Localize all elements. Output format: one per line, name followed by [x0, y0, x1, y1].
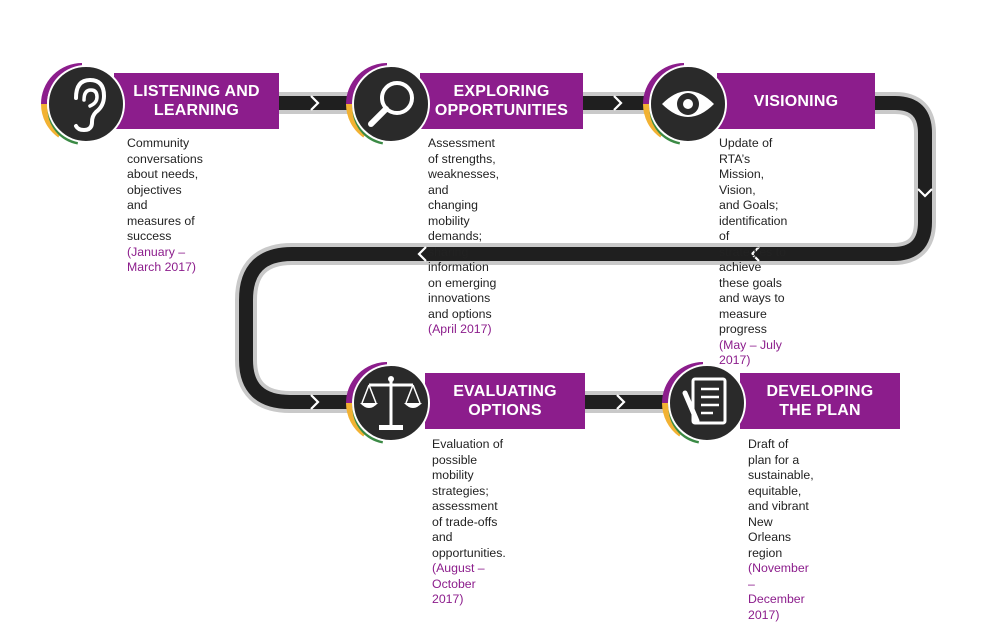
desc-line: and Goals; identification of	[719, 198, 788, 243]
arrow-chevron	[917, 188, 933, 198]
magnifier-icon	[346, 63, 430, 145]
desc-line: and ways to measure progress	[719, 291, 785, 336]
desc-line: weaknesses, and changing	[428, 167, 500, 212]
desc-line: and measures of success	[127, 198, 195, 243]
desc-line: assessment of trade-offs	[432, 499, 498, 529]
stage-description: Update of RTA’s Mission, Vision, and Goa…	[719, 136, 787, 369]
arrow-chevron	[613, 95, 623, 111]
stage-description: Evaluation of possible mobility strategi…	[432, 437, 506, 608]
stage-date: (May – July 2017)	[719, 337, 782, 368]
arrow-chevron	[310, 394, 320, 410]
stage-title: EXPLORING OPPORTUNITIES	[420, 73, 583, 129]
stage-description: Community conversations about needs, obj…	[127, 136, 203, 276]
desc-line: and opportunities.	[432, 530, 506, 560]
title-line: LEARNING	[153, 102, 240, 119]
desc-line: Orleans region	[748, 530, 792, 560]
desc-line: Update of RTA’s Mission, Vision,	[719, 136, 773, 197]
title-line: VISIONING	[753, 92, 839, 110]
desc-line: mobility strategies;	[432, 468, 489, 498]
scales-icon	[346, 362, 430, 444]
ear-icon	[41, 63, 125, 145]
stage-date: (November – December 2017)	[748, 561, 809, 622]
stage-title: LISTENING AND LEARNING	[114, 73, 279, 129]
desc-line: Evaluation of possible	[432, 437, 504, 467]
title-line: EXPLORING	[453, 83, 550, 100]
arrow-chevron	[750, 246, 760, 262]
desc-line: equitable, and vibrant New	[748, 483, 809, 529]
desc-line: Community conversations	[127, 136, 203, 166]
title-line: DEVELOPING	[766, 383, 874, 400]
stage-description: Assessment of strengths, weaknesses, and…	[428, 136, 499, 338]
stage-date: (January – March 2017)	[127, 244, 197, 275]
arrow-chevron	[417, 246, 427, 262]
stage-title: DEVELOPING THE PLAN	[740, 373, 900, 429]
desc-line: Assessment of strengths,	[428, 136, 496, 166]
stage-date: (April 2017)	[428, 322, 492, 336]
stage-title: VISIONING	[717, 73, 875, 129]
title-line: LISTENING AND	[133, 83, 260, 100]
desc-line: Draft of plan for a sustainable,	[748, 437, 814, 482]
title-line: EVALUATING	[453, 383, 557, 400]
desc-line: mobility demands; sharing	[428, 213, 483, 259]
arrow-chevron	[310, 95, 320, 111]
eye-icon	[643, 63, 727, 145]
desc-line: innovations and options	[428, 291, 492, 321]
title-line: OPPORTUNITIES	[434, 102, 569, 119]
title-line: OPTIONS	[468, 402, 542, 419]
title-line: THE PLAN	[779, 402, 861, 419]
desc-line: strategies to achieve these goals	[719, 244, 786, 290]
roadmap-path	[225, 92, 936, 413]
stage-date: (August – October 2017)	[432, 561, 485, 606]
desc-line: about needs, objectives	[127, 167, 199, 197]
arrow-chevron	[616, 394, 626, 410]
stage-description: Draft of plan for a sustainable, equitab…	[748, 437, 814, 623]
desc-line: information on emerging	[428, 260, 497, 290]
stage-title: EVALUATING OPTIONS	[425, 373, 585, 429]
document-pen-icon	[662, 362, 746, 444]
